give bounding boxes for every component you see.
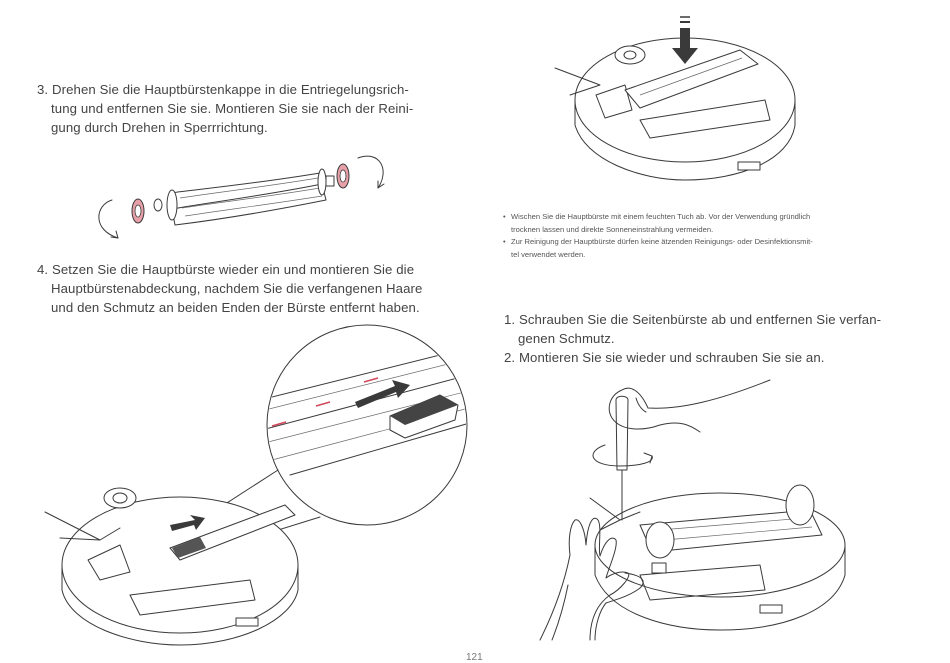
step-3-line-3: gung durch Drehen in Sperrrichtung. [51,120,268,135]
step-3-line-1: 3. Drehen Sie die Hauptbürstenkappe in d… [37,82,409,97]
side-step-1-line-1: 1. Schrauben Sie die Seitenbürste ab und… [504,312,882,327]
note-2-line-1: Zur Reinigung der Hauptbürste dürfen kei… [511,237,813,246]
page-number: 121 [466,652,483,663]
note-1-line-1: Wischen Sie die Hauptbürste mit einem fe… [511,212,811,221]
notes-block: • Wischen Sie die Hauptbürste mit einem … [503,211,923,261]
note-1: • Wischen Sie die Hauptbürste mit einem … [503,211,923,236]
step-3-line-2: tung und entfernen Sie sie. Montieren Si… [51,101,414,116]
step-4-line-2: Hauptbürstenabdeckung, nachdem Sie die v… [51,281,423,296]
note-2-bullet: • [503,237,506,246]
note-2: • Zur Reinigung der Hauptbürste dürfen k… [503,236,923,261]
note-1-line-2: trocknen lassen und direkte Sonneneinstr… [511,224,714,234]
step-3-text: 3. Drehen Sie die Hauptbürstenkappe in d… [37,80,457,137]
side-step-1-line-2: genen Schmutz. [518,331,615,346]
step-4-text: 4. Setzen Sie die Hauptbürste wieder ein… [37,260,457,317]
note-2-line-2: tel verwendet werden. [511,249,586,259]
side-step-2-line-1: 2. Montieren Sie sie wieder und schraube… [504,350,825,365]
note-1-bullet: • [503,212,506,221]
step-4-line-3: und den Schmutz an beiden Enden der Bürs… [51,300,420,315]
step-4-line-1: 4. Setzen Sie die Hauptbürste wieder ein… [37,262,415,277]
side-brush-steps: 1. Schrauben Sie die Seitenbürste ab und… [504,310,924,367]
